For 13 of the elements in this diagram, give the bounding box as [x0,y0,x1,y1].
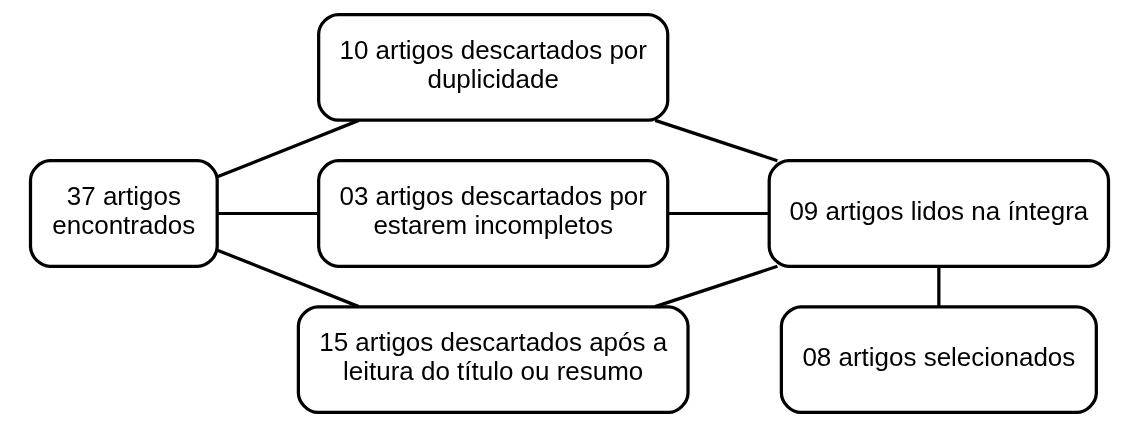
connector [937,266,941,307]
connector [217,211,319,216]
node-box: 10 artigos descartados por duplicidade [317,13,670,122]
node-box: 08 artigos selecionados [779,305,1098,414]
connector [667,211,769,216]
connector [654,264,778,309]
node-box: 09 artigos lidos na íntegra [767,159,1111,268]
connector [654,118,778,163]
connector [216,248,360,309]
node-box: 15 artigos descartados após a leitura do título ou resumo [296,305,690,414]
node-box: 37 artigos encontrados [28,159,219,268]
connector [216,118,360,179]
node-box: 03 artigos descartados por estarem incompletos [317,159,670,268]
